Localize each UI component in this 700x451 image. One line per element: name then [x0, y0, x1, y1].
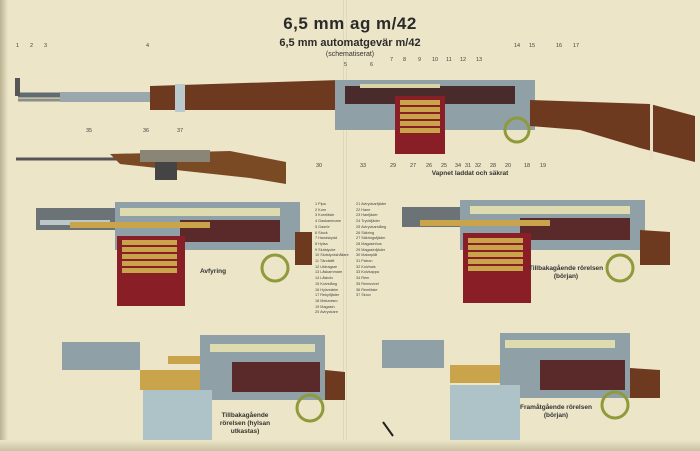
legend-item: 36 Remfäste	[356, 287, 378, 292]
legend-item: 31 Patron	[356, 259, 373, 264]
legend-item: 16 Hylsmärke	[315, 287, 339, 292]
callout-number: 35	[86, 128, 93, 134]
legend-item: 15 Kolvstång	[315, 281, 337, 286]
callout-number: 11	[446, 57, 452, 63]
legend-item: 6 Stock	[315, 230, 328, 235]
callout-number: 8	[403, 57, 407, 63]
callout-number: 13	[476, 57, 483, 63]
callout-number: 28	[490, 163, 497, 169]
legend-item: 24 Tryckfjäder	[356, 219, 380, 224]
callout-number: 4	[146, 43, 150, 49]
poster-subtitle-note: (schematiserat)	[325, 51, 375, 58]
recoil-eject-diagram	[62, 335, 345, 440]
callout-number: 1	[16, 43, 20, 49]
legend-item: 29 Magasinfjäder	[356, 247, 386, 252]
callout-number: 33	[360, 163, 367, 169]
callout-number: 10	[432, 57, 439, 63]
legend-item: 10 Slutstyckshållare	[315, 253, 349, 258]
legend-item: 18 Mekanism	[315, 298, 338, 303]
legend-item: 28 Magasinhus	[356, 241, 382, 246]
legend-item: 33 Kolvkappa	[356, 270, 380, 275]
legend-item: 1 Pipa	[315, 202, 326, 206]
callout-number: 29	[390, 163, 397, 169]
legend-item: 32 Kolvhals	[356, 264, 376, 269]
callout-number: 32	[475, 163, 482, 169]
firing-diagram	[36, 202, 312, 306]
callout-number: 16	[556, 43, 563, 49]
legend-item: 27 Säkringsfjäder	[356, 236, 386, 241]
callout-number: 6	[370, 62, 374, 68]
recoil-start-diagram	[402, 200, 670, 303]
legend-item: 7 Handskydd	[315, 236, 338, 241]
callout-number: 37	[177, 128, 184, 134]
legend-item: 14 Låskolv	[315, 276, 334, 281]
small-rifle-diagram	[16, 150, 286, 184]
legend-item: 20 Avtryckare	[315, 310, 338, 315]
poster-subtitle: 6,5 mm automatgevär m/42	[279, 37, 421, 49]
callout-number: 25	[441, 163, 448, 169]
callout-number: 2	[30, 43, 34, 49]
legend-item: 8 Hylsa	[315, 241, 328, 246]
callout-number: 30	[316, 163, 323, 169]
poster-left-edge	[0, 0, 8, 451]
callout-number: 18	[524, 163, 531, 169]
legend-item: 11 Tändstift	[315, 259, 335, 264]
legend-item: 37 Skruv	[356, 293, 371, 298]
legend-item: 26 Säkring	[356, 230, 375, 235]
poster-bottom-edge	[0, 440, 700, 451]
callout-number: 31	[465, 163, 472, 169]
legend-item: 25 Avtryckarstång	[356, 224, 387, 229]
callout-number: 15	[529, 43, 536, 49]
legend-item: 3 Kornfäste	[315, 213, 335, 218]
main-rifle-diagram	[15, 78, 695, 162]
callout-number: 20	[505, 163, 512, 169]
callout-number: 5	[344, 62, 348, 68]
legend-item: 23 Hanfjäder	[356, 213, 378, 218]
legend-item: 35 Remsvivel	[356, 281, 379, 286]
legend-item: 2 Korn	[315, 207, 327, 212]
callout-number: 26	[426, 163, 433, 169]
callout-number: 27	[410, 163, 417, 169]
poster-center-fold	[343, 0, 347, 451]
legend-item: 21 Avtryckarfjäder	[356, 202, 387, 206]
caption-recoil-eject: Tillbakagående rörelsen (hylsan utkastas…	[219, 412, 271, 435]
callout-number: 34	[455, 163, 462, 169]
legend-item: 17 Rekylfjäder	[315, 293, 340, 298]
caption-loaded: Vapnet laddat och säkrat	[431, 170, 509, 177]
forward-start-diagram	[382, 333, 660, 440]
caption-recoil-start: Tillbakagående rörelsen (början)	[528, 265, 604, 280]
callout-number: 9	[418, 57, 422, 63]
caption-forward-start: Framåtgående rörelsen (början)	[520, 404, 592, 419]
legend-item: 34 Rem	[356, 276, 370, 281]
callout-number: 3	[44, 43, 48, 49]
callout-number: 14	[514, 43, 521, 49]
callout-number: 17	[573, 43, 580, 49]
callout-number: 19	[540, 163, 547, 169]
legend-item: 4 Gaskammare	[315, 219, 341, 224]
caption-firing: Avfyring	[199, 268, 227, 275]
legend-item: 30 Matarplåt	[356, 253, 378, 258]
poster-title: 6,5 mm ag m/42	[283, 14, 417, 33]
legend-item: 12 Utdragare	[315, 264, 338, 269]
pen-mark	[382, 421, 394, 437]
legend-item: 13 Låskammare	[315, 270, 343, 275]
callout-number: 7	[390, 57, 394, 63]
legend-item: 22 Hane	[356, 207, 371, 212]
callout-number: 12	[460, 57, 467, 63]
callout-number: 36	[143, 128, 150, 134]
legend-item: 19 Magasin	[315, 304, 335, 309]
legend-item: 5 Gasrör	[315, 224, 330, 229]
legend-item: 9 Slutstycke	[315, 247, 336, 252]
